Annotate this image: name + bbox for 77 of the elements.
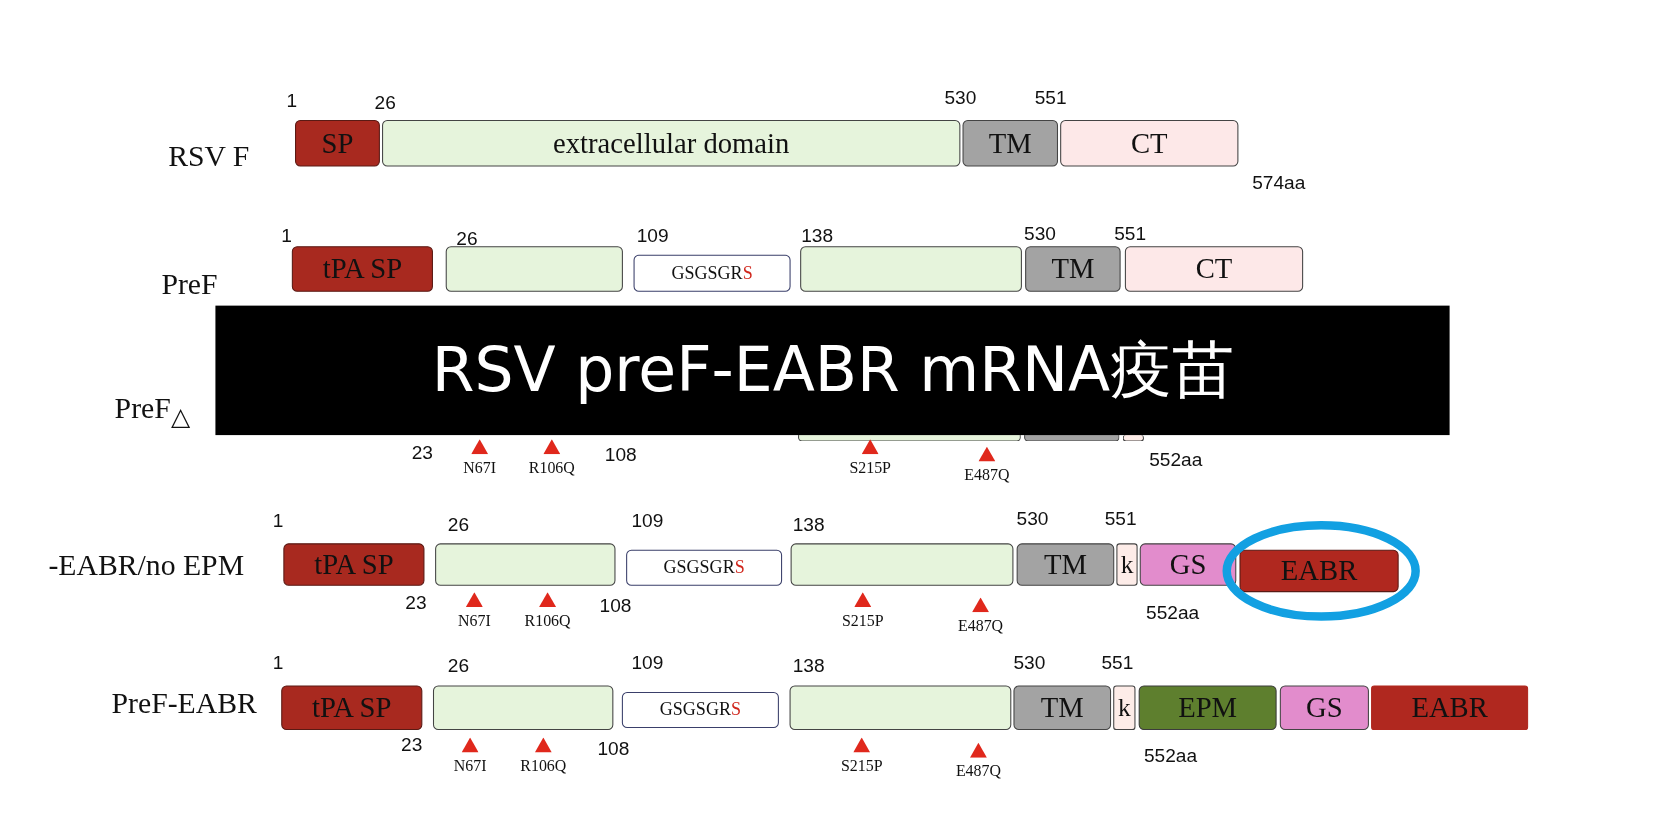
position-number: 551	[1114, 223, 1147, 243]
mutation-label: S215P	[840, 758, 883, 775]
position-number: 530	[1013, 652, 1046, 672]
position-number: 138	[801, 226, 834, 246]
position-number: 1	[272, 511, 284, 531]
position-number: 108	[599, 596, 632, 616]
mutation-label: E487Q	[964, 467, 1010, 484]
domain-box: TM	[1013, 685, 1112, 731]
construct-name: RSV F	[168, 141, 250, 171]
domain-box	[790, 543, 1014, 586]
position-number: 26	[447, 655, 470, 675]
position-number: 109	[636, 226, 669, 246]
position-number: 552aa	[1149, 449, 1203, 470]
construct-name: PreF	[161, 269, 218, 300]
domain-box: GSGSGRS	[621, 691, 779, 728]
domain-box: CT	[1124, 246, 1304, 292]
mutation-label: E487Q	[955, 763, 1001, 780]
position-number: 552aa	[1146, 602, 1200, 622]
position-number: 574aa	[1252, 173, 1306, 193]
domain-box: k	[1116, 543, 1138, 586]
domain-box: GSGSGRS	[633, 254, 791, 292]
mutation-label: R106Q	[524, 612, 571, 629]
mutation-label: N67I	[463, 460, 496, 476]
mutation-label: N67I	[458, 612, 491, 629]
domain-box: SP	[295, 119, 380, 167]
domain-box	[789, 685, 1012, 731]
position-number: 138	[792, 655, 825, 675]
domain-box: k	[1113, 685, 1136, 731]
position-number: 551	[1034, 88, 1067, 108]
domain-box	[435, 543, 616, 586]
position-number: 23	[401, 735, 423, 755]
domain-box: TM	[1025, 246, 1121, 292]
title-banner: RSV preF-EABR mRNA疫苗	[215, 305, 1450, 436]
domain-box: GS	[1279, 685, 1369, 731]
position-number: 26	[374, 93, 396, 113]
position-number: 552aa	[1143, 746, 1198, 766]
position-number: 26	[447, 514, 470, 534]
position-number: 108	[597, 738, 630, 758]
domain-box: EPM	[1138, 685, 1277, 731]
mutation-label: S215P	[849, 460, 891, 476]
domain-box: EABR	[1371, 685, 1529, 731]
domain-box: tPA SP	[283, 543, 425, 586]
domain-box: EABR	[1239, 549, 1399, 593]
domain-box: TM	[962, 119, 1058, 167]
position-number: 109	[631, 511, 664, 531]
position-number: 1	[281, 226, 292, 246]
mutation-label: R106Q	[520, 758, 567, 775]
domain-box: GS	[1139, 543, 1237, 586]
mutation-label: R106Q	[528, 460, 575, 476]
position-number: 23	[411, 443, 433, 463]
position-number: 530	[944, 88, 977, 108]
position-number: 551	[1104, 509, 1137, 529]
position-number: 109	[631, 652, 664, 672]
position-number: 23	[405, 593, 427, 613]
mutation-label: S215P	[841, 612, 884, 629]
construct-name: -EABR/no EPM	[48, 550, 245, 581]
position-number: 1	[272, 652, 284, 672]
position-number: 551	[1101, 652, 1134, 672]
domain-box	[432, 685, 614, 731]
construct-name: PreF-EABR	[111, 688, 257, 719]
construct-name: PreF$_{△}$	[114, 393, 190, 430]
domain-box: GSGSGRS	[626, 549, 783, 586]
domain-box: CT	[1060, 119, 1239, 167]
domain-box: TM	[1016, 543, 1115, 586]
position-number: 108	[604, 444, 637, 464]
mutation-label: E487Q	[958, 618, 1004, 635]
position-number: 138	[792, 514, 825, 534]
position-number: 530	[1016, 509, 1049, 529]
mutation-label: N67I	[453, 758, 487, 775]
domain-box	[800, 246, 1022, 292]
position-number: 530	[1024, 223, 1056, 243]
position-number: 1	[286, 91, 298, 111]
domain-box	[445, 246, 623, 292]
domain-box: tPA SP	[281, 685, 423, 731]
position-number: 26	[456, 229, 478, 249]
domain-box: extracellular domain	[382, 119, 961, 167]
domain-box: tPA SP	[291, 246, 433, 292]
